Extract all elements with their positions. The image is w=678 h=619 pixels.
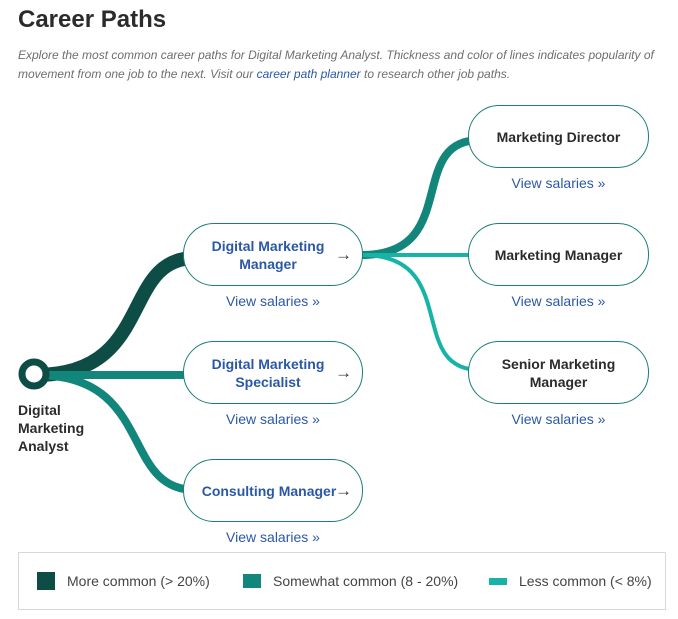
page-description: Explore the most common career paths for… bbox=[18, 46, 668, 84]
node-label: Consulting Manager bbox=[201, 482, 337, 499]
node-label: Senior Marketing Manager bbox=[501, 355, 616, 390]
node-label: Digital Marketing Manager bbox=[211, 237, 325, 272]
description-text-end: to research other job paths. bbox=[360, 67, 511, 81]
node-marketing-director[interactable]: Marketing Director bbox=[468, 105, 649, 168]
node-label: Digital Marketing Specialist bbox=[211, 355, 325, 390]
node-label: Marketing Manager bbox=[494, 246, 623, 263]
path-analyst-to-consulting-manager bbox=[35, 371, 196, 494]
node-digital-marketing-specialist[interactable]: Digital Marketing Specialist → bbox=[183, 341, 363, 404]
legend-label: More common (> 20%) bbox=[67, 573, 210, 589]
view-salaries-link[interactable]: View salaries » bbox=[511, 293, 606, 309]
origin-marker bbox=[18, 358, 50, 390]
path-analyst-to-dm-manager bbox=[35, 251, 196, 382]
legend-item-somewhat-common: Somewhat common (8 - 20%) bbox=[243, 573, 458, 589]
legend-swatch-somewhat bbox=[243, 574, 261, 588]
legend-label: Less common (< 8%) bbox=[519, 573, 652, 589]
node-senior-marketing-manager[interactable]: Senior Marketing Manager bbox=[468, 341, 649, 404]
origin-job-label: Digital Marketing Analyst bbox=[18, 402, 85, 454]
view-salaries-link[interactable]: View salaries » bbox=[226, 529, 320, 545]
legend-swatch-more bbox=[37, 572, 55, 590]
description-text-start: Explore the most common career paths for… bbox=[18, 48, 654, 81]
view-salaries-link[interactable]: View salaries » bbox=[226, 293, 320, 309]
node-consulting-manager[interactable]: Consulting Manager → bbox=[183, 459, 363, 522]
arrow-right-icon: → bbox=[335, 480, 352, 500]
node-digital-marketing-manager[interactable]: Digital Marketing Manager → bbox=[183, 223, 363, 286]
view-salaries-link[interactable]: View salaries » bbox=[511, 411, 606, 427]
path-dm-manager-to-senior-marketing-manager bbox=[361, 253, 481, 372]
career-path-planner-link[interactable]: career path planner bbox=[256, 67, 361, 81]
view-salaries-link[interactable]: View salaries » bbox=[226, 411, 320, 427]
arrow-right-icon: → bbox=[335, 244, 352, 264]
legend-item-more-common: More common (> 20%) bbox=[37, 572, 210, 590]
legend-swatch-less bbox=[489, 577, 507, 585]
legend: More common (> 20%) Somewhat common (8 -… bbox=[18, 552, 666, 610]
node-marketing-manager[interactable]: Marketing Manager bbox=[468, 223, 649, 286]
view-salaries-link[interactable]: View salaries » bbox=[511, 175, 606, 191]
legend-label: Somewhat common (8 - 20%) bbox=[273, 573, 459, 589]
arrow-right-icon: → bbox=[335, 362, 352, 382]
page-title: Career Paths bbox=[18, 6, 167, 33]
node-label: Marketing Director bbox=[496, 128, 621, 145]
path-dm-manager-to-marketing-director bbox=[361, 136, 481, 259]
legend-item-less-common: Less common (< 8%) bbox=[489, 573, 652, 589]
